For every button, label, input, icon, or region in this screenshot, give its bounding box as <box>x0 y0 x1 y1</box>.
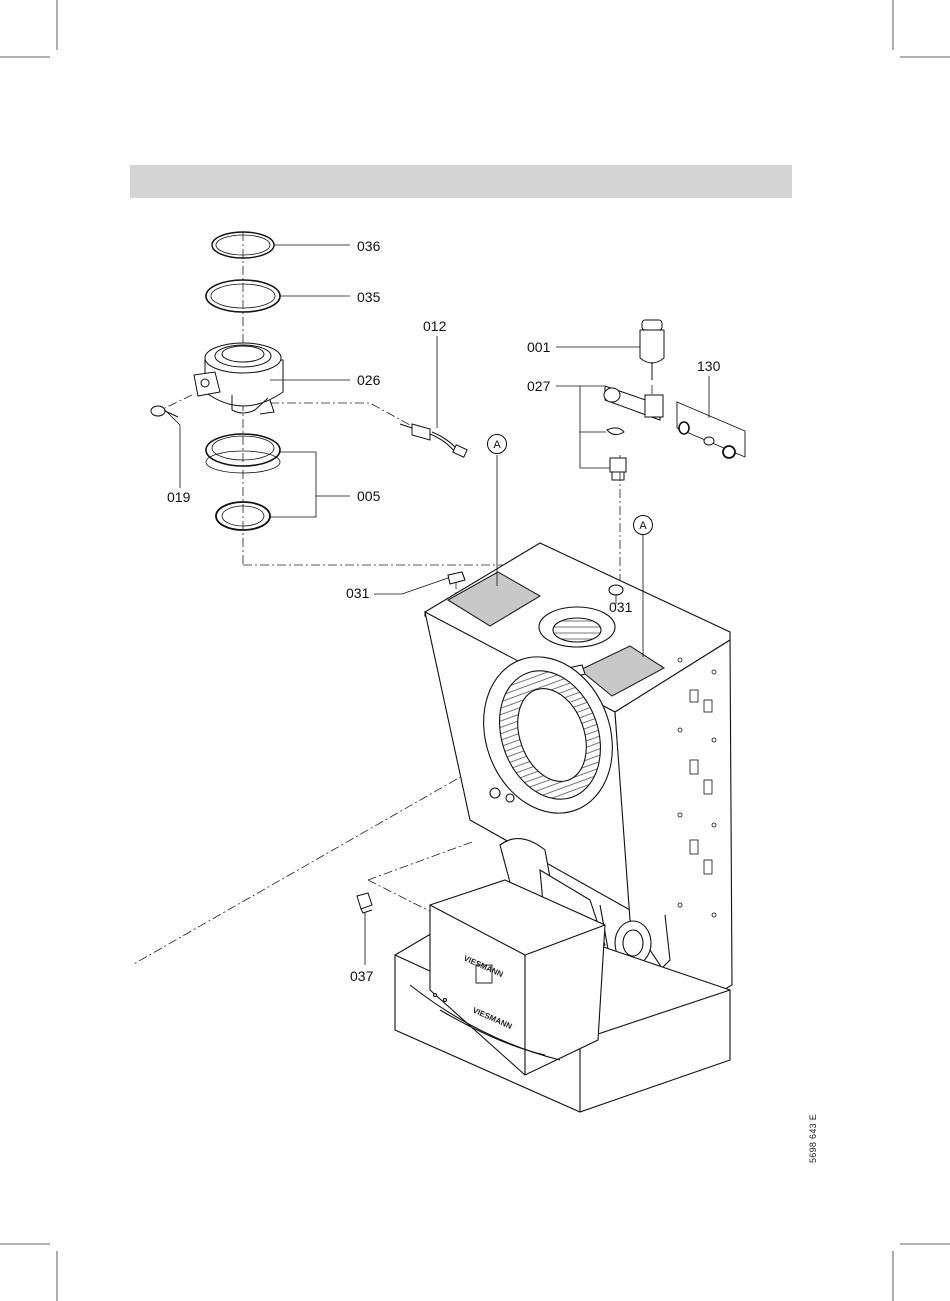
label-001: 001 <box>527 339 551 355</box>
marker-a-2-label: A <box>639 520 647 532</box>
marker-a-1: A <box>488 435 507 454</box>
part-130-seal-set <box>677 402 745 458</box>
label-012: 012 <box>423 318 447 334</box>
label-036: 036 <box>357 238 381 254</box>
label-031-right: 031 <box>609 599 633 615</box>
part-019-plug <box>151 406 178 417</box>
label-027: 027 <box>527 378 551 394</box>
part-001-air-vent <box>640 320 664 380</box>
label-026: 026 <box>357 372 381 388</box>
part-037-clip <box>357 893 372 913</box>
part-026-flue-adapter <box>194 343 283 414</box>
label-005: 005 <box>357 488 381 504</box>
label-037: 037 <box>350 968 374 984</box>
marker-a-2: A <box>634 516 653 535</box>
label-130: 130 <box>697 358 721 374</box>
document-number: 5698 643 E <box>808 1114 818 1163</box>
label-035: 035 <box>357 289 381 305</box>
part-012-sensor-cable <box>400 424 467 457</box>
part-027-connectors <box>604 386 663 480</box>
marker-a-1-label: A <box>493 439 501 451</box>
label-019: 019 <box>167 489 191 505</box>
label-031-left: 031 <box>346 585 370 601</box>
